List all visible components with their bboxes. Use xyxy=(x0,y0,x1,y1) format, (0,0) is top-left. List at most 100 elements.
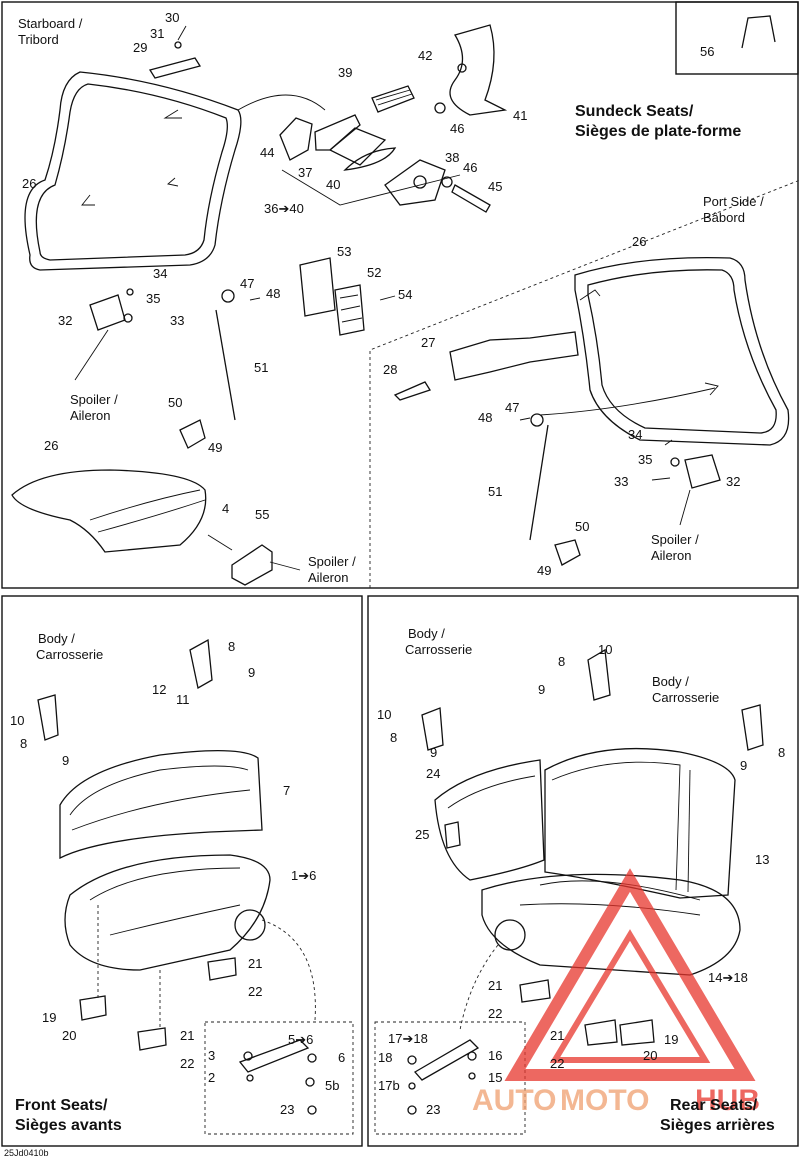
callout-2: 2 xyxy=(208,1070,215,1085)
rear-title-en: Rear Seats/ xyxy=(670,1097,758,1114)
aileron-label-2: Aileron xyxy=(308,570,348,585)
front-cushion-1 xyxy=(64,854,271,971)
callout-35a: 35 xyxy=(146,291,160,306)
callout-21c: 21 xyxy=(488,978,502,993)
callout-19a: 19 xyxy=(42,1010,56,1025)
callout-12: 12 xyxy=(152,682,166,697)
spoiler-label-1: Spoiler / xyxy=(70,392,118,407)
callout-25: 25 xyxy=(415,827,429,842)
front-title-en: Front Seats/ xyxy=(15,1097,108,1114)
callout-42: 42 xyxy=(418,48,432,63)
callout-20a: 20 xyxy=(62,1028,76,1043)
callout-26a: 26 xyxy=(22,176,36,191)
callout-51a: 51 xyxy=(254,360,268,375)
range-17-18: 17➔18 xyxy=(388,1031,428,1046)
callout-32a: 32 xyxy=(58,313,72,328)
callout-9b: 9 xyxy=(62,753,69,768)
callout-47b: 47 xyxy=(505,400,519,415)
callout-11: 11 xyxy=(176,692,190,707)
front-seats-frame xyxy=(1,595,363,1147)
watermark-moto: MOTO xyxy=(560,1084,649,1117)
spoiler-label-3: Spoiler / xyxy=(651,532,699,547)
callout-56: 56 xyxy=(700,44,714,59)
carrosserie-label-front: Carrosserie xyxy=(36,647,103,662)
callout-21a: 21 xyxy=(248,956,262,971)
callout-46a: 46 xyxy=(450,121,464,136)
body-label-rear-1: Body / xyxy=(408,626,445,641)
callout-52: 52 xyxy=(367,265,381,280)
callout-9c: 9 xyxy=(538,682,545,697)
watermark-hub: HUB xyxy=(695,1084,760,1117)
callout-49b: 49 xyxy=(537,563,551,578)
port-plate-27 xyxy=(393,331,579,401)
rear-side-24 xyxy=(434,759,545,881)
callout-46b: 46 xyxy=(463,160,477,175)
front-rail-5 xyxy=(238,1039,317,1115)
callout-48b: 48 xyxy=(478,410,492,425)
callout-21b: 21 xyxy=(180,1028,194,1043)
clip-56 xyxy=(741,15,776,49)
callout-8b: 8 xyxy=(20,736,27,751)
callout-18: 18 xyxy=(378,1050,392,1065)
callout-40: 40 xyxy=(326,177,340,192)
callout-19b: 19 xyxy=(664,1032,678,1047)
callout-51b: 51 xyxy=(488,484,502,499)
callout-9a: 9 xyxy=(248,665,255,680)
callout-4: 4 xyxy=(222,501,229,516)
callout-13: 13 xyxy=(755,852,769,867)
gas-spring-51-port xyxy=(519,413,581,566)
inset-56-frame xyxy=(675,1,799,75)
automotohub-watermark: AUTO MOTO HUB xyxy=(472,868,760,1117)
aileron-label-1: Aileron xyxy=(70,408,110,423)
callout-8d: 8 xyxy=(390,730,397,745)
callout-31: 31 xyxy=(150,26,164,41)
callout-8c: 8 xyxy=(558,654,565,669)
callout-10c: 10 xyxy=(377,707,391,722)
callout-22b: 22 xyxy=(180,1056,194,1071)
callout-24: 24 xyxy=(426,766,440,781)
front-backrest-7 xyxy=(59,750,263,860)
body-label-rear-2: Body / xyxy=(652,674,689,689)
callout-53: 53 xyxy=(337,244,351,259)
spoiler-label-2: Spoiler / xyxy=(308,554,356,569)
callout-9e: 9 xyxy=(740,758,747,773)
port-seat-frame xyxy=(539,256,790,446)
hinge-29 xyxy=(148,25,202,79)
rear-title-fr: Sièges arrières xyxy=(660,1117,775,1134)
sundeck-frame xyxy=(1,1,799,589)
callout-27: 27 xyxy=(421,335,435,350)
carrosserie-label-rear-1: Carrosserie xyxy=(405,642,472,657)
callout-7: 7 xyxy=(283,783,290,798)
starboard-seat-frame xyxy=(24,71,326,271)
callout-23b: 23 xyxy=(426,1102,440,1117)
callout-30: 30 xyxy=(165,10,179,25)
footer-code: 25Jd0410b xyxy=(4,1148,49,1158)
callout-34a: 34 xyxy=(153,266,167,281)
callout-32b: 32 xyxy=(726,474,740,489)
callout-6: 6 xyxy=(338,1050,345,1065)
tribord-label: Tribord xyxy=(18,32,59,47)
watermark-auto: AUTO xyxy=(472,1084,556,1117)
range-5-6: 5➔6 xyxy=(288,1032,313,1047)
carrosserie-label-rear-2: Carrosserie xyxy=(652,690,719,705)
callout-44: 44 xyxy=(260,145,274,160)
starboard-label: Starboard / xyxy=(18,16,83,31)
callout-33b: 33 xyxy=(614,474,628,489)
callout-33a: 33 xyxy=(170,313,184,328)
callout-48a: 48 xyxy=(266,286,280,301)
sundeck-cushion xyxy=(11,469,207,553)
rear-hardware xyxy=(421,648,764,1046)
callout-3: 3 xyxy=(208,1048,215,1063)
port-side-divider xyxy=(369,179,800,588)
callout-50b: 50 xyxy=(575,519,589,534)
callout-9d: 9 xyxy=(430,745,437,760)
callout-22d: 22 xyxy=(550,1056,564,1071)
rear-seats-frame xyxy=(367,595,799,1147)
front-detail-box xyxy=(204,1021,354,1135)
callout-20b: 20 xyxy=(643,1048,657,1063)
aileron-label-3: Aileron xyxy=(651,548,691,563)
pads-52-53 xyxy=(299,257,396,336)
callout-22a: 22 xyxy=(248,984,262,999)
port-side-label: Port Side / xyxy=(703,194,764,209)
